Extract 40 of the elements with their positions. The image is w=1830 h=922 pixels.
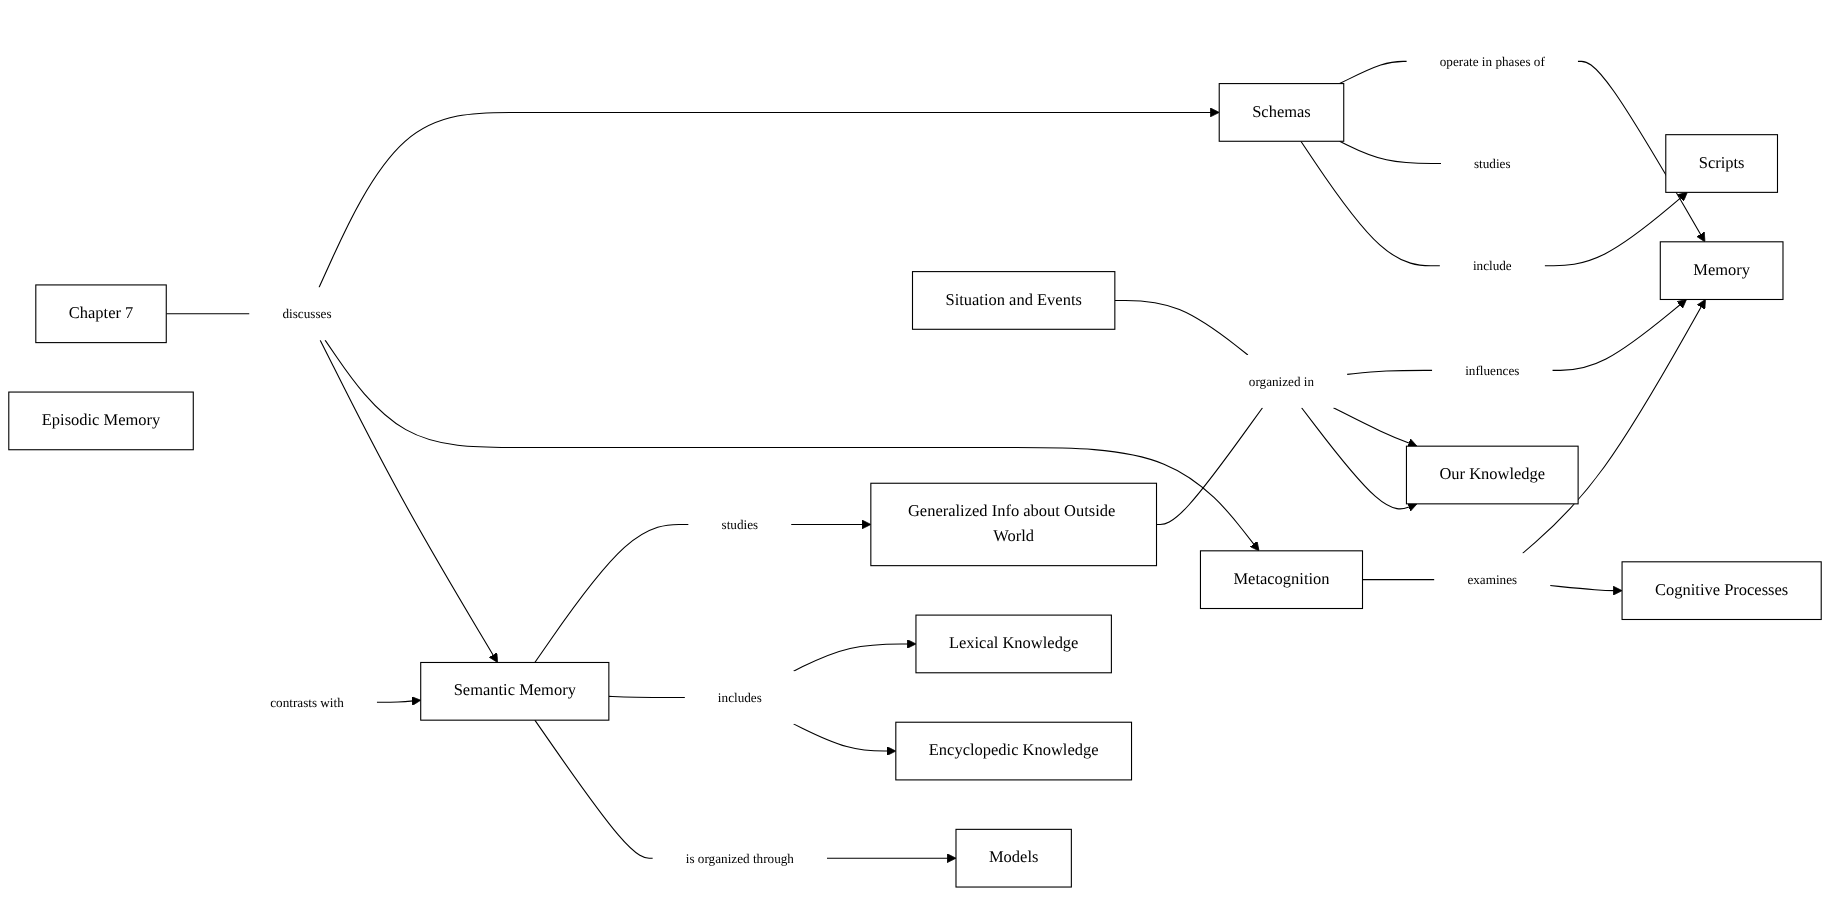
node-box: Situation and Events: [911, 271, 1116, 330]
arrow: [1549, 585, 1623, 596]
connector: [534, 719, 654, 859]
connector: [1155, 407, 1264, 525]
arrow: [1332, 407, 1418, 448]
arrow: [318, 107, 1220, 288]
node-box: Lexical Knowledge: [915, 614, 1112, 674]
node-box: Schemas: [1218, 83, 1345, 142]
node-box: Generalized Info about Outside World: [870, 482, 1158, 567]
node-box: Memory: [1659, 241, 1784, 301]
connector: [1339, 60, 1408, 85]
arrow: [792, 639, 917, 672]
connector: [1114, 299, 1249, 356]
node-box: Encyclopedic Knowledge: [895, 721, 1133, 781]
arrow: [790, 519, 872, 530]
connector: [165, 313, 251, 315]
node-box: Our Knowledge: [1405, 445, 1579, 505]
arrow: [1301, 407, 1418, 512]
connector: [534, 523, 690, 664]
arrow: [1577, 60, 1706, 243]
arrow: [324, 339, 1260, 552]
connector: [1346, 369, 1433, 375]
node-box: Scripts: [1665, 134, 1779, 193]
arrow: [1551, 299, 1687, 371]
node-box: Models: [955, 828, 1072, 888]
node-box: Chapter 7: [35, 284, 167, 344]
node-box: Semantic Memory: [420, 661, 610, 721]
connector: [608, 695, 686, 699]
connector: [1300, 140, 1441, 267]
connector: [1339, 140, 1442, 165]
node-box: Episodic Memory: [8, 391, 194, 451]
arrow: [319, 339, 498, 663]
arrow: [1544, 191, 1688, 267]
arrow: [376, 696, 422, 706]
node-box: Metacognition: [1199, 550, 1364, 610]
connector: [1361, 579, 1435, 581]
node-box: Cognitive Processes: [1621, 561, 1822, 621]
arrow: [826, 853, 957, 864]
arrow: [792, 723, 897, 756]
arrow: [1522, 299, 1706, 554]
